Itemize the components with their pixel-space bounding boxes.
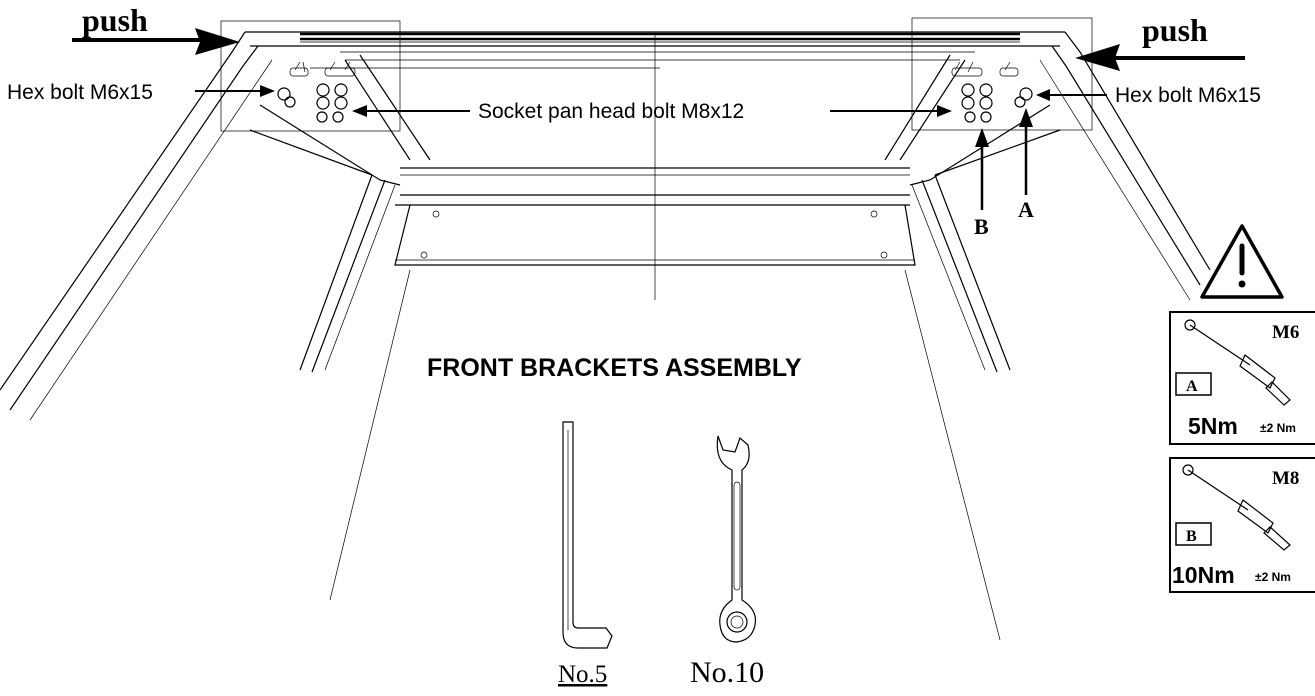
- torque-b-value: 10Nm: [1172, 562, 1235, 588]
- hex-key-label: No.5: [558, 661, 607, 688]
- wrench-label: No.10: [690, 656, 764, 689]
- left-bracket-bolts: [277, 61, 356, 123]
- torque-panel-b: M8 B 10Nm ±2 Nm: [1169, 457, 1315, 593]
- page-title: FRONT BRACKETS ASSEMBLY: [427, 354, 802, 382]
- socket-bolt-label: Socket pan head bolt M8x12: [478, 100, 744, 123]
- hex-bolt-label-right: Hex bolt M6x15: [1115, 84, 1261, 107]
- marker-b-label: B: [974, 214, 989, 239]
- push-arrow-right: [1075, 44, 1245, 71]
- torque-b-tolerance: ±2 Nm: [1255, 570, 1291, 584]
- torque-b-size: M8: [1272, 468, 1299, 489]
- torque-a-value: 5Nm: [1188, 413, 1238, 439]
- torque-wrench-icon: [1184, 319, 1291, 406]
- torque-panel-a: M6 A 5Nm ±2 Nm: [1169, 311, 1315, 445]
- torque-a-letter: A: [1186, 378, 1198, 395]
- leader-lines: [195, 85, 1107, 210]
- combination-wrench-icon: [716, 435, 757, 643]
- right-bracket-bolts: [951, 61, 1033, 123]
- warning-triangle-icon: [1200, 224, 1284, 299]
- marker-a-label: A: [1018, 197, 1034, 222]
- hex-key-icon: [562, 421, 613, 649]
- push-arrow-left: [72, 28, 240, 55]
- push-label-left: push: [82, 2, 148, 38]
- torque-wrench-icon: [1182, 464, 1291, 551]
- torque-a-size: M6: [1272, 322, 1299, 343]
- torque-a-tolerance: ±2 Nm: [1260, 421, 1296, 435]
- push-label-right: push: [1142, 12, 1208, 48]
- frame-structure: [0, 17, 1211, 641]
- torque-b-letter: B: [1186, 528, 1197, 545]
- hex-bolt-label-left: Hex bolt M6x15: [7, 81, 153, 104]
